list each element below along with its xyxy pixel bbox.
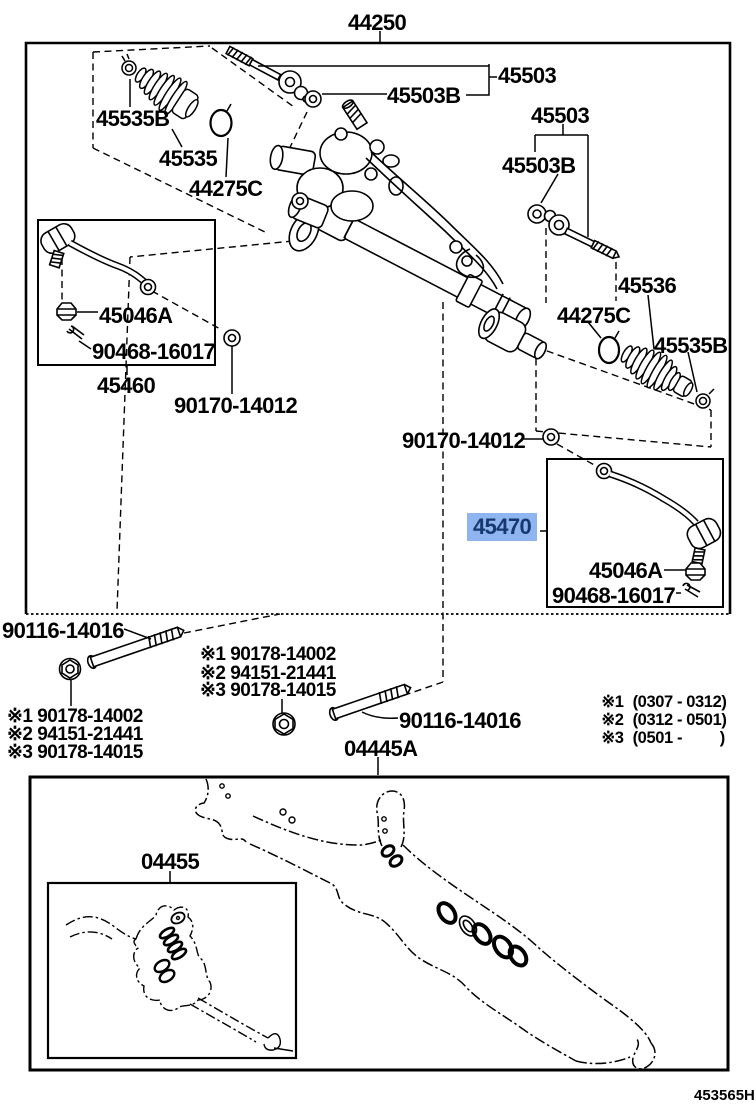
frames [24,41,732,1072]
boot-clamp-left [121,60,137,76]
part-label-45460[interactable]: 45460 [97,373,156,398]
castle-nut-left [56,302,77,321]
part-label-90468-16017-left[interactable]: 90468-16017 [92,339,216,364]
part-label-45535B-right[interactable]: 45535B [654,333,728,358]
leader-lines [70,31,698,882]
inner-tie-rod-left-drawing [225,45,322,108]
nut-left [58,657,82,681]
construction-dashed-lines [61,45,712,700]
ref-mark: ※1 [601,693,624,711]
bolt-left [86,626,185,670]
gasket-kit-sub-drawing [65,905,269,1043]
gasket-kit-sub-details [153,911,294,1052]
boot-left-drawing [121,53,233,138]
tie-rod-washer-right [527,204,547,224]
cotter-pin-left [66,325,85,340]
sub-part-number: 94151-21441 [37,724,143,745]
part-label-45046A-left[interactable]: 45046A [99,303,173,328]
sub-part-number: 94151-21441 [230,663,336,684]
gasket-kit-seals [219,783,529,968]
ref-mark: ※1 [200,644,226,665]
part-label-45503-upper[interactable]: 45503 [498,63,557,88]
date-range: (0312 - 0501) [632,711,727,729]
boot-clamp-right [695,393,711,409]
gasket-kit-housing-drawing [194,778,656,1070]
tie-rod-end-rh-box [546,458,724,608]
part-label-45503-right[interactable]: 45503 [531,103,590,128]
rack-assembly-drawing [269,99,548,360]
boot-clip-left [209,108,233,138]
part-label-45503B-upper[interactable]: 45503B [387,83,461,108]
tie-rod-end-lh-box [37,219,216,366]
part-label-90468-16017-right[interactable]: 90468-16017 [552,583,676,608]
part-label-45503B-right[interactable]: 45503B [502,153,576,178]
nut-right [272,712,296,736]
sub-part-number: 90178-14015 [37,742,143,763]
boot-right-drawing [597,330,715,409]
date-range: (0501 - ) [632,729,726,747]
gasket-kit-box [28,775,730,1072]
tie-rod-end-left-drawing [40,222,157,340]
part-label-45046A-right[interactable]: 45046A [589,558,663,583]
part-label-04455[interactable]: 04455 [141,849,200,874]
cotter-pin-right [682,582,701,598]
date-range-note-3: ※3 (0501 - ) [593,713,725,747]
part-label-04445A[interactable]: 04445A [344,736,418,761]
date-range: (0307 - 0312) [632,693,727,711]
tie-rod-end-right-drawing [595,462,722,598]
date-range-note-1: ※1 (0307 - 0312) [593,677,726,711]
part-label-45536[interactable]: 45536 [618,273,677,298]
boot-clip-right [597,335,621,365]
date-range-note-2: ※2 (0312 - 0501) [593,695,726,729]
part-label-45470-highlight[interactable]: 45470 [467,513,538,541]
part-label-44250[interactable]: 44250 [348,10,407,35]
castle-nut-right [685,562,706,581]
bolt-drawings [58,626,412,736]
part-label-45535B-left[interactable]: 45535B [96,106,170,131]
ref-mark: ※2 [7,724,33,745]
sub-part-number: 90178-14015 [230,680,336,701]
bolt-right [328,683,412,722]
gasket-kit-sub-box [46,881,298,1060]
part-label-45535[interactable]: 45535 [159,146,218,171]
washer-drawings [223,329,560,446]
ref-mark: ※2 [200,663,226,684]
sub-part-number: 90178-14002 [37,706,143,727]
diagram-code: 453565H [694,1087,755,1104]
ref-mark: ※3 [601,729,624,747]
part-label-90170-14012-right[interactable]: 90170-14012 [402,428,526,453]
inner-tie-rod-right-drawing [527,204,621,260]
part-label-90170-14012-left[interactable]: 90170-14012 [174,393,298,418]
ref-mark: ※2 [601,711,624,729]
sub-part-number: 90178-14002 [230,644,336,665]
part-label-44275C-left[interactable]: 44275C [189,176,263,201]
ref-mark: ※3 [7,742,33,763]
part-label-44275C-right[interactable]: 44275C [557,303,631,328]
part-label-90116-14016-left[interactable]: 90116-14016 [2,618,124,643]
ref-mark: ※3 [200,680,226,701]
ref-mark: ※1 [7,706,33,727]
main-box [24,41,732,614]
part-label-90116-14016-right[interactable]: 90116-14016 [399,708,521,733]
tie-rod-washer-left [304,90,322,108]
